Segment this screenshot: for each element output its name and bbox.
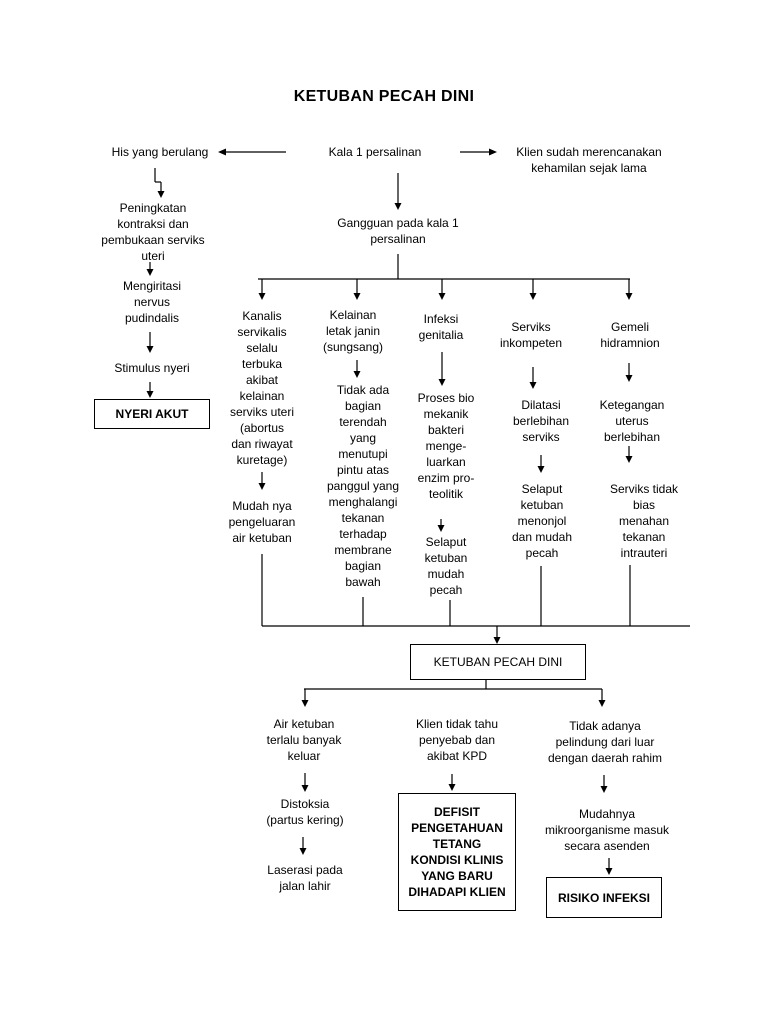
cause-serviks-tidak-bias: Serviks tidak bias menahan tekanan intra… [609, 482, 679, 560]
arrow-head-61 [299, 848, 307, 855]
cause-selaput-menonjol: Selaput ketuban menonjol dan mudah pecah [511, 482, 573, 560]
cause-ketegangan-uterus: Ketegangan uterus berlebihan [599, 398, 665, 444]
arrow-head-67 [605, 868, 613, 875]
nyeri-akut-diagnosis: NYERI AKUT [94, 399, 210, 429]
arrow-head-35 [437, 525, 445, 532]
arrow-head-21 [353, 293, 361, 300]
effect-laserasi: Laserasi pada jalan lahir [267, 863, 343, 893]
effect-tidak-ada-pelindung: Tidak adanya pelindung dari luar dengan … [547, 719, 663, 765]
page-title: KETUBAN PECAH DINI [293, 88, 475, 105]
peningkatan-kontraksi-node: Peningkatan kontraksi dan pembukaan serv… [101, 201, 205, 263]
arrow-head-55 [301, 700, 309, 707]
arrow-head-43 [625, 456, 633, 463]
cause-kanalis-servikalis: Kanalis servikalis selalu terbuka akibat… [229, 309, 294, 467]
arrow-head-11 [146, 269, 154, 276]
arrow-head-51 [493, 637, 501, 644]
cause-mudahnya-pengeluaran: Mudah nya pengeluaran air ketuban [228, 499, 296, 545]
arrow-head-31 [353, 371, 361, 378]
arrow-head-23 [438, 293, 446, 300]
arrow-head-5 [394, 203, 402, 210]
kpd-box: KETUBAN PECAH DINI [410, 644, 586, 680]
arrow-head-3 [489, 148, 497, 156]
arrow-head-1 [218, 148, 226, 156]
effect-mikroorganisme: Mudahnya mikroorganisme masuk secara ase… [544, 807, 670, 853]
risiko-infeksi-diagnosis: RISIKO INFEKSI [546, 877, 662, 918]
arrow-head-33 [438, 379, 446, 386]
arrow-head-41 [625, 375, 633, 382]
arrow-head-25 [529, 293, 537, 300]
cause-dilatasi-serviks: Dilatasi berlebihan serviks [512, 398, 570, 444]
arrow-head-15 [146, 391, 154, 398]
arrow-head-57 [598, 700, 606, 707]
arrow-head-27 [625, 293, 633, 300]
arrow-head-29 [258, 483, 266, 490]
arrow-head-59 [301, 785, 309, 792]
cause-proses-biomekanik: Proses bio mekanik bakteri menge- luarka… [417, 391, 475, 501]
arrow-head-19 [258, 293, 266, 300]
arrow-head-63 [448, 784, 456, 791]
effect-distoksia: Distoksia (partus kering) [266, 797, 344, 827]
arrow-head-9 [157, 191, 165, 198]
stimulus-nyeri-node: Stimulus nyeri [114, 361, 190, 375]
cause-selaput-mudah-pecah: Selaput ketuban mudah pecah [424, 535, 468, 597]
arrow-head-39 [537, 466, 545, 473]
his-berulang-node: His yang berulang [111, 145, 209, 159]
cause-infeksi-genitalia: Infeksi genitalia [418, 312, 464, 342]
defisit-pengetahuan-diagnosis: DEFISIT PENGETAHUAN TETANG KONDISI KLINI… [398, 793, 516, 911]
arrow-head-37 [529, 382, 537, 389]
klien-merencanakan-node: Klien sudah merencanakan kehamilan sejak… [516, 145, 662, 175]
cause-kelainan-letak: Kelainan letak janin (sungsang) [322, 308, 384, 354]
mengiritasi-nervus-node: Mengiritasi nervus pudindalis [122, 279, 182, 325]
gangguan-kala1-node: Gangguan pada kala 1 persalinan [337, 216, 459, 246]
kala1-node: Kala 1 persalinan [328, 145, 422, 159]
effect-klien-tidak-tahu: Klien tidak tahu penyebab dan akibat KPD [415, 717, 499, 763]
cause-tidak-ada-bagian: Tidak ada bagian terendah yang menutupi … [326, 383, 400, 589]
arrow-head-65 [600, 786, 608, 793]
cause-gemeli-hidramnion: Gemeli hidramnion [600, 320, 660, 350]
arrow-head-13 [146, 346, 154, 353]
cause-serviks-inkompeten: Serviks inkompeten [499, 320, 563, 350]
effect-air-ketuban: Air ketuban terlalu banyak keluar [266, 717, 342, 763]
